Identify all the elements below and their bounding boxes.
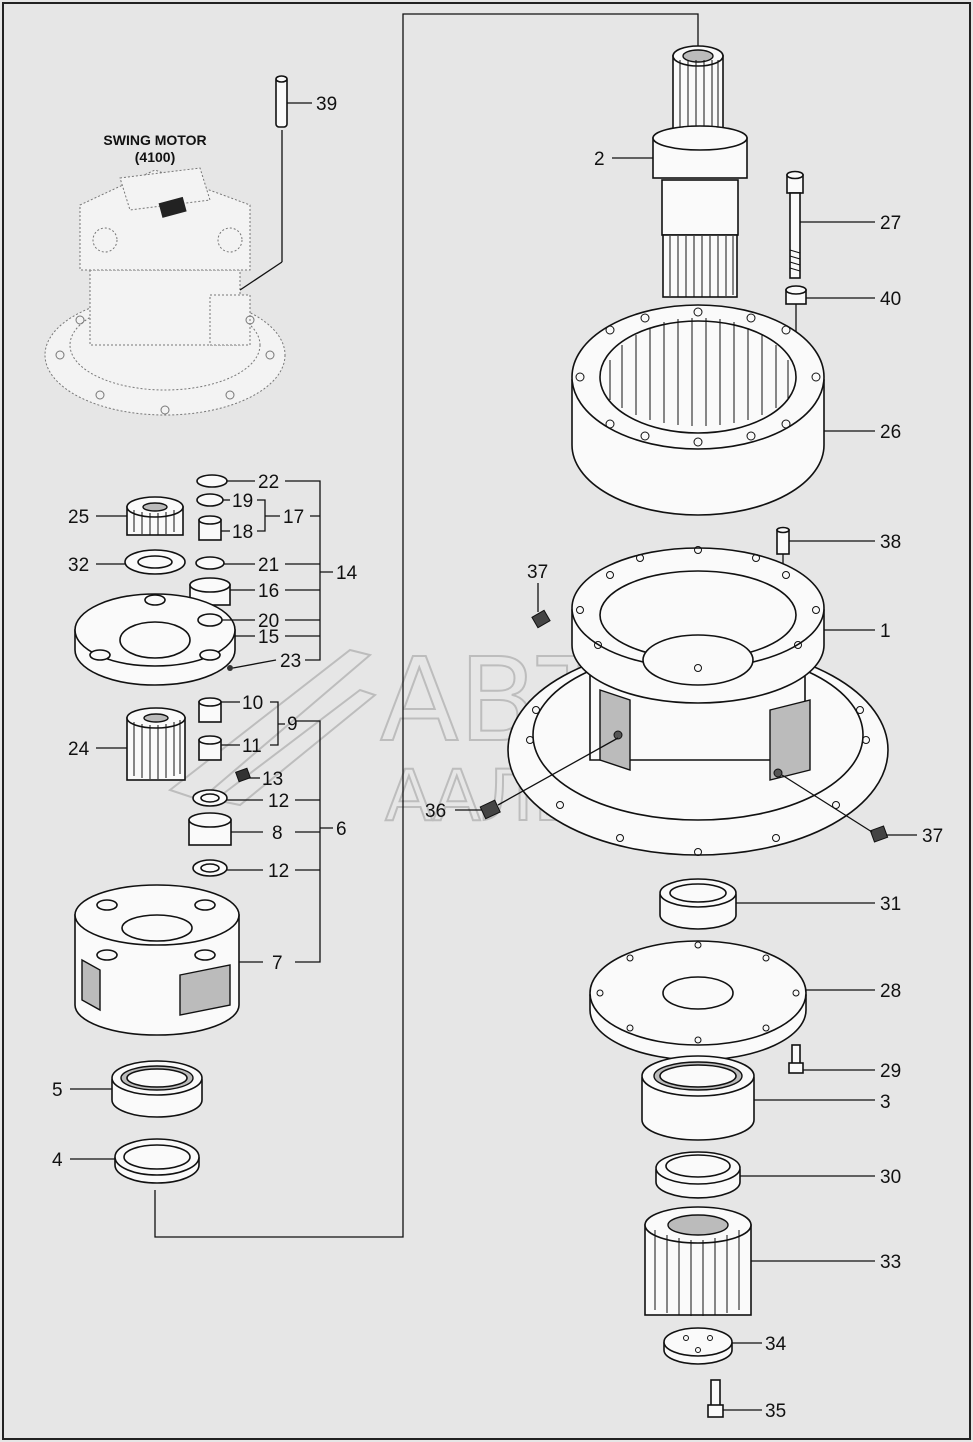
callout-27: 27 [880,213,901,234]
assembly-link-line [154,13,699,1238]
part-3-bearing [641,1055,875,1141]
callout-8: 8 [272,823,283,844]
part-40-washer [785,285,875,345]
callout-2: 2 [594,149,605,170]
callout-14: 14 [336,563,358,584]
watermark-logo [167,648,378,807]
callout-32: 32 [68,555,89,576]
part-26-ring-gear [571,304,875,516]
callout-12-lower: 12 [268,861,289,882]
callout-33: 33 [880,1252,901,1273]
callout-3: 3 [880,1092,891,1113]
callout-6: 6 [336,819,347,840]
callout-group-6-9-leader [295,720,333,963]
callout-17: 17 [283,507,304,528]
callout-25: 25 [68,507,89,528]
part-10-bushing [198,697,240,723]
callout-1: 1 [880,621,891,642]
part-35-bolt [707,1379,762,1418]
part-39-pin [275,75,312,262]
part-11-bushing [198,735,240,761]
callout-26: 26 [880,422,901,443]
part-22-ring [196,474,255,488]
part-27-bolt [786,170,875,279]
callout-23: 23 [280,651,301,672]
callout-39: 39 [316,94,337,115]
swing-motor-ghost [44,167,286,416]
part-32-washer [96,549,186,575]
part-21-ring [195,556,255,570]
part-29-bolt [788,1044,875,1074]
part-19-washer [196,493,230,507]
part-15-carrier [74,593,255,686]
part-12-washer-upper [192,789,263,807]
part-13-pin [235,767,260,783]
part-7-carrier [74,884,263,1036]
part-12-washer-lower [192,859,263,877]
callout-19: 19 [232,491,253,512]
part-34-plate [663,1327,762,1365]
callout-15: 15 [258,627,279,648]
callout-36: 36 [425,801,446,822]
assembly-title-line1: SWING MOTOR [103,132,206,148]
part-1-housing [507,546,889,856]
callout-35: 35 [765,1401,786,1422]
callout-38: 38 [880,532,901,553]
callout-16: 16 [258,581,279,602]
part-20-ring [197,613,255,627]
part-2-shaft [612,45,748,298]
part-33-pinion [644,1206,875,1316]
part-28-plate [589,940,875,1061]
part-24-gear [96,707,186,781]
callout-37-top: 37 [527,562,548,583]
assembly-title-line2: (4100) [135,149,175,165]
callout-24: 24 [68,739,90,760]
part-37-plug-right [781,774,917,843]
callout-34: 34 [765,1334,787,1355]
callout-20: 20 [258,611,279,632]
callout-28: 28 [880,981,901,1002]
callout-12-upper: 12 [268,791,289,812]
callout-7: 7 [272,953,283,974]
part-8-gear [188,812,263,846]
part-36-plug [455,737,619,820]
callout-9: 9 [287,714,298,735]
part-5-bearing [70,1060,203,1118]
part-31-bearing-race [659,878,875,930]
callout-29: 29 [880,1061,901,1082]
callout-22: 22 [258,472,279,493]
part-23-pin [227,480,333,671]
callout-11: 11 [242,736,262,757]
part-25-gear [96,496,184,536]
part-4-seal [70,1138,200,1184]
part-18-bushing [198,499,280,541]
callout-40: 40 [880,289,901,310]
callout-13: 13 [262,769,283,790]
callout-4: 4 [52,1150,63,1171]
callout-37-right: 37 [922,826,943,847]
callout-31: 31 [880,894,901,915]
callout-5: 5 [52,1080,63,1101]
callout-labels: 1 2 3 4 5 6 7 8 9 10 11 12 12 13 14 15 1… [52,94,943,1422]
callout-group-10-11-leader [270,701,285,746]
part-37-plug-top [531,583,551,629]
callout-10: 10 [242,693,263,714]
callout-18: 18 [232,522,253,543]
callout-21: 21 [258,555,279,576]
part-30-race [655,1151,875,1199]
callout-30: 30 [880,1167,901,1188]
